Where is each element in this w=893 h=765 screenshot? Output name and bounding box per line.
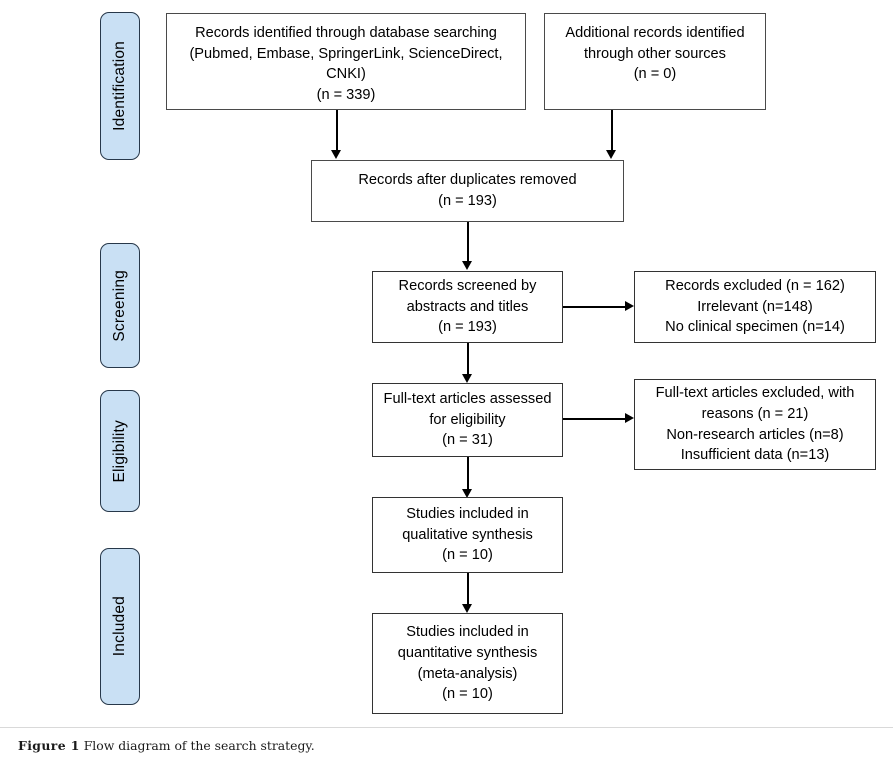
stage-tab-eligibility-label: Eligibility — [111, 419, 128, 483]
caption-divider — [0, 727, 893, 728]
node-records-screened: Records screened by abstracts and titles… — [372, 271, 563, 343]
connector-screened-to-fulltext — [467, 343, 469, 375]
node-quantitative-synthesis: Studies included in quantitative synthes… — [372, 613, 563, 714]
stage-tab-eligibility: Eligibility — [100, 390, 140, 512]
figure-caption: Figure 1 Flow diagram of the search stra… — [18, 738, 315, 753]
connector-screened-to-excluded — [563, 306, 626, 308]
stage-tab-screening: Screening — [100, 243, 140, 368]
node-duplicates-removed: Records after duplicates removed (n = 19… — [311, 160, 624, 222]
node-records-excluded-text: Records excluded (n = 162) Irrelevant (n… — [665, 277, 845, 336]
connector-qualitative-to-quantitative — [467, 573, 469, 605]
arrow-fulltext-to-qualitative — [462, 489, 472, 498]
arrow-screened-to-excluded — [625, 301, 634, 311]
connector-fulltext-to-qualitative — [467, 457, 469, 490]
node-quantitative-synthesis-text: Studies included in quantitative synthes… — [397, 624, 538, 703]
node-qualitative-synthesis: Studies included in qualitative synthesi… — [372, 497, 563, 573]
node-other-sources: Additional records identified through ot… — [544, 13, 766, 110]
node-database-search: Records identified through database sear… — [166, 13, 526, 110]
figure-caption-label: Figure 1 — [18, 738, 80, 753]
arrow-other-sources-to-duplicates — [606, 150, 616, 159]
arrow-fulltext-to-excluded — [625, 413, 634, 423]
connector-fulltext-to-excluded — [563, 418, 626, 420]
arrow-database-search-to-duplicates — [331, 150, 341, 159]
node-fulltext-assessed: Full-text articles assessed for eligibil… — [372, 383, 563, 457]
arrow-qualitative-to-quantitative — [462, 604, 472, 613]
node-qualitative-synthesis-text: Studies included in qualitative synthesi… — [402, 505, 533, 564]
stage-tab-identification: Identification — [100, 12, 140, 160]
arrow-screened-to-fulltext — [462, 374, 472, 383]
node-duplicates-removed-text: Records after duplicates removed (n = 19… — [358, 172, 577, 209]
node-records-screened-text: Records screened by abstracts and titles… — [398, 277, 537, 336]
node-database-search-text: Records identified through database sear… — [189, 25, 503, 104]
stage-tab-included-label: Included — [111, 596, 128, 657]
figure-caption-text: Flow diagram of the search strategy. — [83, 738, 315, 753]
node-fulltext-excluded-text: Full-text articles excluded, with reason… — [655, 385, 855, 464]
connector-duplicates-to-screened — [467, 222, 469, 262]
arrow-duplicates-to-screened — [462, 261, 472, 270]
stage-tab-included: Included — [100, 548, 140, 705]
stage-tab-identification-label: Identification — [111, 41, 128, 131]
node-records-excluded: Records excluded (n = 162) Irrelevant (n… — [634, 271, 876, 343]
connector-database-search-down — [336, 110, 338, 151]
connector-other-sources-down — [611, 110, 613, 151]
node-fulltext-excluded: Full-text articles excluded, with reason… — [634, 379, 876, 470]
node-fulltext-assessed-text: Full-text articles assessed for eligibil… — [383, 390, 552, 449]
stage-tab-screening-label: Screening — [111, 269, 128, 342]
node-other-sources-text: Additional records identified through ot… — [565, 25, 745, 83]
